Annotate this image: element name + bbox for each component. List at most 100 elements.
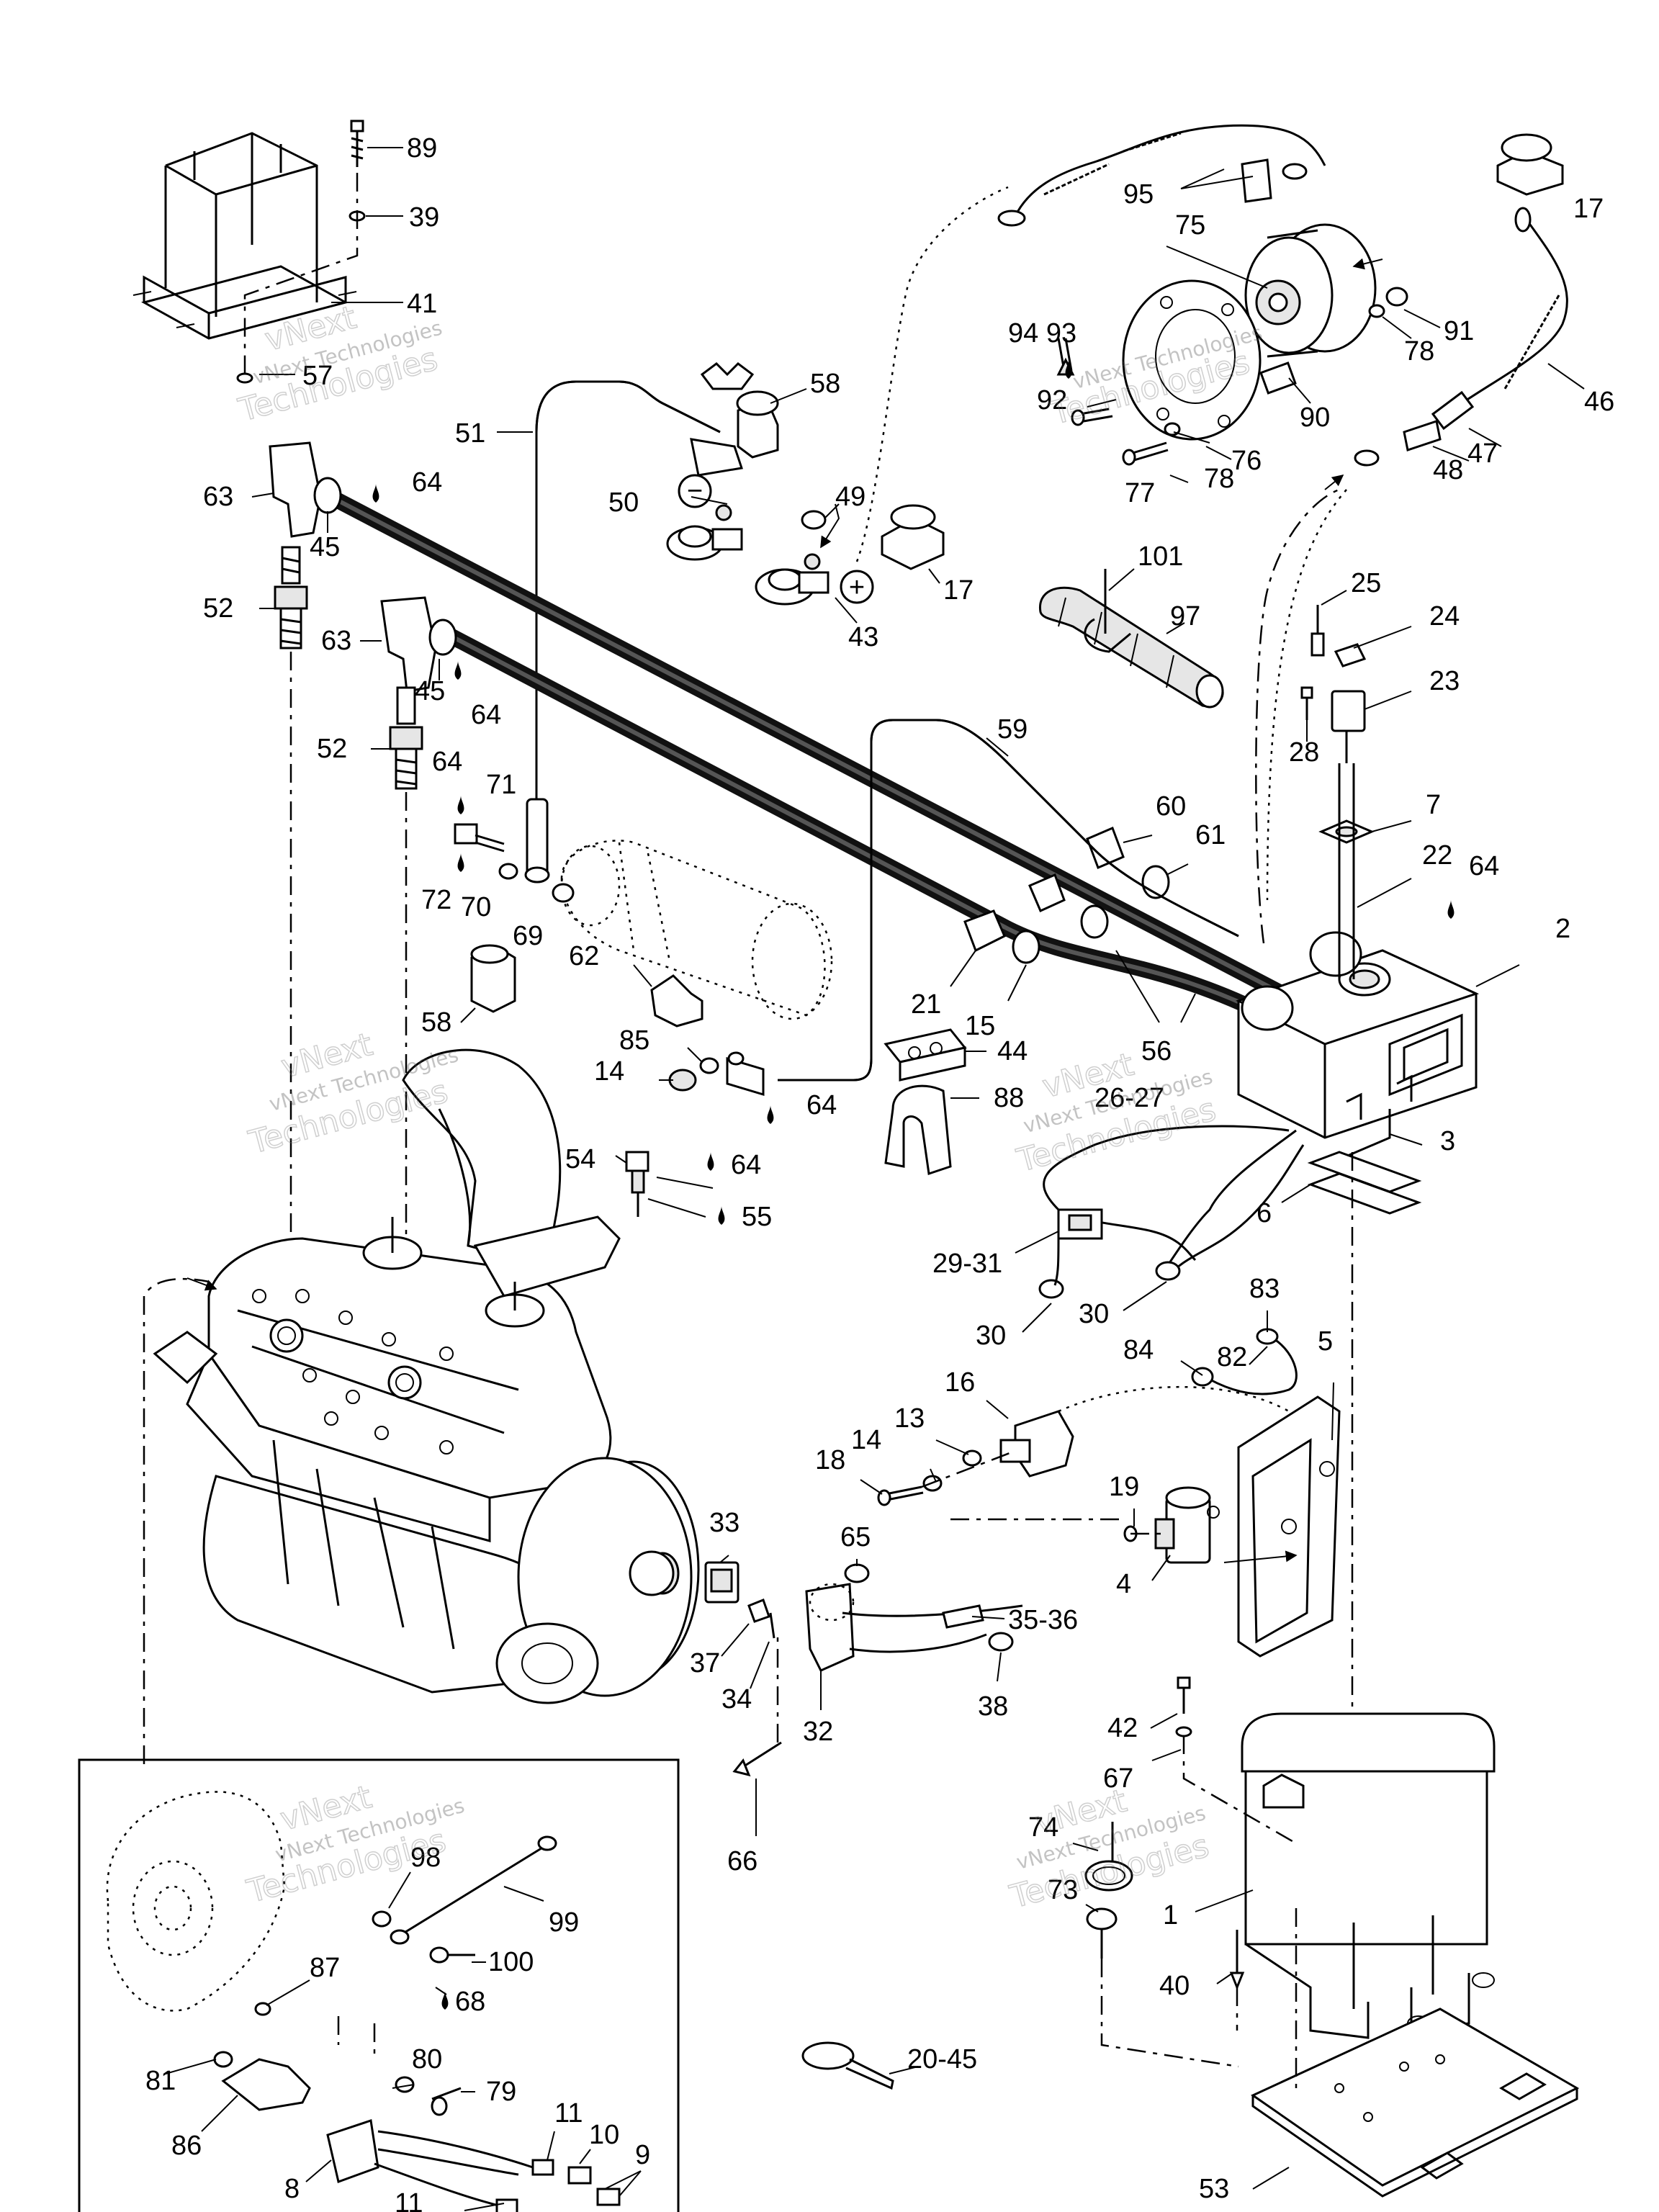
- bracket-5: [1237, 1395, 1341, 1658]
- screw-77: [1122, 441, 1169, 466]
- callout-75: 75: [1175, 210, 1205, 240]
- holder-88: [884, 1084, 952, 1175]
- callout-3: 3: [1440, 1126, 1455, 1156]
- drip-icon-64f: [707, 1152, 714, 1171]
- callout-63-top: 63: [203, 482, 233, 512]
- callout-45-mid: 45: [415, 676, 445, 706]
- ring-terminal-30a: [1038, 1279, 1064, 1299]
- washer-78a: [1368, 304, 1385, 318]
- screw-28: [1300, 686, 1313, 720]
- voltage-regulator-8: [221, 2058, 534, 2208]
- boot-58b: [470, 944, 516, 1013]
- callout-58-top: 58: [810, 369, 840, 399]
- callout-91: 91: [1444, 316, 1474, 346]
- callout-83: 83: [1249, 1274, 1280, 1304]
- sensor-tube-22: [1338, 763, 1355, 979]
- drip-icon-68: [441, 1991, 449, 2010]
- callout-64-right: 64: [1469, 851, 1499, 881]
- wiring-harness-26-27: [1043, 1125, 1305, 1279]
- battery-cable-95: [997, 124, 1326, 227]
- callout-72: 72: [421, 885, 451, 915]
- callout-19: 19: [1109, 1472, 1139, 1502]
- callout-74: 74: [1028, 1812, 1058, 1843]
- washer-81: [213, 2051, 233, 2068]
- electrical-box-2: [1236, 931, 1480, 1139]
- callout-80: 80: [412, 2044, 442, 2074]
- bolt-71: [454, 823, 505, 853]
- callout-95: 95: [1123, 179, 1154, 210]
- callout-30-right: 30: [1079, 1299, 1109, 1329]
- callout-81: 81: [145, 2066, 176, 2096]
- battery-cable-46: [1354, 207, 1568, 467]
- negative-cable-51: [524, 380, 743, 884]
- terminal-cover-17a: [1496, 133, 1564, 196]
- callout-64-top: 64: [412, 467, 442, 498]
- callout-7: 7: [1426, 790, 1441, 820]
- callout-88: 88: [994, 1083, 1024, 1113]
- connector-33: [704, 1561, 739, 1604]
- callout-14-right: 14: [851, 1425, 881, 1455]
- callout-41: 41: [407, 289, 437, 319]
- callout-53: 53: [1199, 2174, 1229, 2204]
- callout-65: 65: [840, 1522, 871, 1552]
- magneto-cover: [106, 1791, 286, 2012]
- cable-nut-21: [963, 909, 1006, 953]
- callout-46: 46: [1584, 387, 1614, 417]
- callout-57: 57: [302, 361, 333, 391]
- battery-1: [1241, 1712, 1496, 2039]
- washer-98: [372, 1910, 392, 1928]
- wing-nut-58a: [700, 362, 755, 390]
- callout-10: 10: [589, 2120, 619, 2150]
- callout-13: 13: [894, 1403, 925, 1434]
- ignition-coil-4: [1154, 1486, 1220, 1564]
- drip-icon-55: [718, 1206, 725, 1225]
- callout-42: 42: [1107, 1713, 1138, 1743]
- clip-44: [884, 1028, 967, 1082]
- callout-29-31: 29-31: [932, 1249, 1002, 1279]
- engine: [153, 1048, 700, 1704]
- bracket-76: [1122, 279, 1262, 441]
- cable-nut-60: [1086, 827, 1125, 869]
- boot-62: [650, 974, 703, 1028]
- washer-70: [498, 863, 518, 880]
- rubber-strap-6: [1307, 1151, 1422, 1215]
- callout-18: 18: [815, 1445, 845, 1475]
- harness-32: [805, 1583, 1023, 1672]
- callout-61: 61: [1195, 820, 1226, 850]
- callout-77: 77: [1125, 478, 1155, 508]
- callout-54: 54: [565, 1144, 595, 1174]
- callout-55: 55: [742, 1202, 772, 1232]
- callout-52-mid: 52: [317, 734, 347, 764]
- callout-44: 44: [997, 1036, 1028, 1066]
- callout-71: 71: [486, 770, 516, 800]
- rivet-66: [732, 1741, 782, 1777]
- sensor-54: [625, 1151, 649, 1217]
- drip-icon-72: [457, 853, 464, 872]
- callout-25: 25: [1351, 568, 1381, 598]
- callout-20-45: 20-45: [907, 2044, 977, 2074]
- callout-35-36: 35-36: [1008, 1605, 1078, 1635]
- rivet-40: [1229, 1930, 1245, 1991]
- callout-58-left: 58: [421, 1007, 451, 1038]
- strap-74: [1084, 1822, 1133, 1892]
- screw-89: [350, 120, 364, 167]
- callout-69: 69: [513, 921, 543, 951]
- tray-53: [1250, 2008, 1580, 2198]
- callout-82: 82: [1217, 1342, 1247, 1372]
- callout-33: 33: [709, 1508, 739, 1538]
- callout-26-27: 26-27: [1094, 1083, 1164, 1113]
- callout-64-sensor: 64: [731, 1150, 761, 1180]
- callout-76: 76: [1231, 446, 1262, 476]
- spark-plug-52b: [389, 686, 423, 790]
- ring-terminal-38: [988, 1632, 1014, 1652]
- screw-92: [1071, 408, 1113, 426]
- callout-90: 90: [1300, 403, 1330, 433]
- callout-97: 97: [1170, 601, 1200, 631]
- ring-terminal-30b: [1155, 1261, 1181, 1281]
- connector-23: [1331, 690, 1366, 763]
- callout-2: 2: [1555, 914, 1570, 944]
- callout-47: 47: [1467, 439, 1498, 469]
- callout-73: 73: [1048, 1875, 1078, 1905]
- screw-73: [1086, 1907, 1118, 1959]
